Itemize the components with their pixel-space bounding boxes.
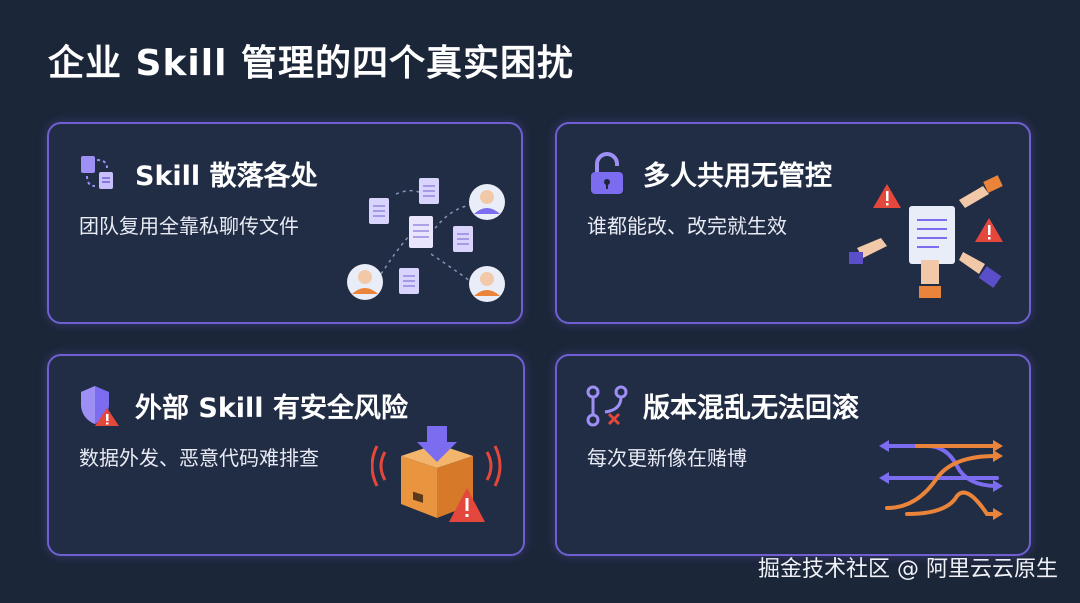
avatar-icon bbox=[469, 266, 505, 302]
malicious-package-illustration bbox=[371, 426, 502, 522]
document-icon bbox=[419, 178, 439, 204]
card-external-risk: 外部 Skill 有安全风险 数据外发、恶意代码难排查 bbox=[47, 354, 525, 556]
card-title: 外部 Skill 有安全风险 bbox=[135, 393, 408, 424]
alarm-waves bbox=[371, 445, 502, 487]
card-skill-scattered: Skill 散落各处 团队复用全靠私聊传文件 bbox=[47, 122, 523, 324]
card-description: 谁都能改、改完就生效 bbox=[587, 214, 787, 238]
download-arrow-icon bbox=[417, 426, 457, 462]
card-description: 团队复用全靠私聊传文件 bbox=[79, 214, 299, 238]
hand-icon bbox=[919, 260, 941, 298]
card-title: Skill 散落各处 bbox=[135, 161, 318, 192]
warning-icon bbox=[975, 218, 1003, 242]
avatar-icon bbox=[469, 184, 505, 220]
card-description: 数据外发、恶意代码难排查 bbox=[79, 446, 319, 470]
card-description: 每次更新像在赌博 bbox=[587, 446, 747, 470]
document-icon bbox=[369, 198, 389, 224]
card-version-chaos: 版本混乱无法回滚 每次更新像在赌博 bbox=[555, 354, 1031, 556]
document-icon bbox=[453, 226, 473, 252]
document-icon bbox=[409, 216, 433, 248]
file-sharing-illustration bbox=[347, 178, 505, 302]
footer-credit: 掘金技术社区 @ 阿里云云原生 bbox=[758, 557, 1058, 582]
hand-icon bbox=[959, 252, 1002, 288]
many-hands-document-illustration bbox=[849, 175, 1003, 298]
hand-icon bbox=[959, 175, 1003, 208]
arrow-path bbox=[905, 490, 999, 516]
document-icon bbox=[399, 268, 419, 294]
scattered-docs-icon bbox=[81, 156, 113, 189]
hand-icon bbox=[849, 238, 887, 264]
card-title: 版本混乱无法回滚 bbox=[643, 393, 859, 424]
page-title: 企业 Skill 管理的四个真实困扰 bbox=[48, 43, 574, 84]
card-title: 多人共用无管控 bbox=[643, 161, 832, 192]
document-icon bbox=[909, 206, 955, 264]
shield-warning-icon bbox=[81, 386, 119, 426]
arrow-path bbox=[885, 454, 997, 510]
card-no-control: 多人共用无管控 谁都能改、改完就生效 bbox=[555, 122, 1031, 324]
tangled-arrows-illustration bbox=[879, 440, 1003, 520]
warning-icon bbox=[449, 488, 485, 522]
padlock-open-icon bbox=[591, 152, 623, 194]
avatar-icon bbox=[347, 264, 383, 300]
branch-icon bbox=[586, 385, 628, 427]
warning-icon bbox=[873, 184, 901, 208]
